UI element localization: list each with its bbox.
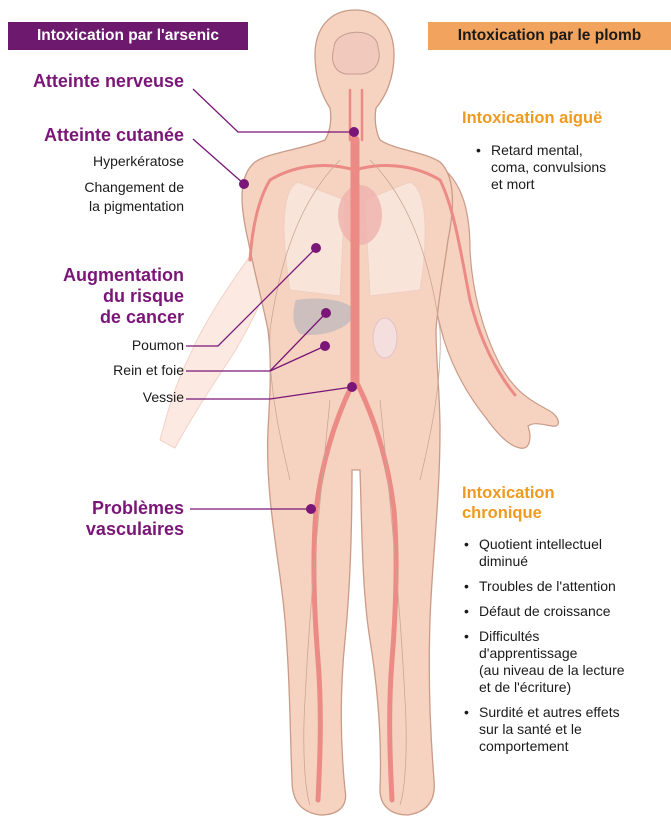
cancer-heading: Augmentation du risque de cancer [63,265,184,328]
vasculaires-heading: Problèmes vasculaires [86,498,184,540]
label-vessie: Vessie [143,388,184,407]
chronique-item-surdite: Surdité et autres effets sur la santé et… [462,704,670,755]
vasculaires-heading-line: vasculaires [86,519,184,540]
chronique-item-quotient: Quotient intellectuel diminué [462,536,670,570]
vasculaires-heading-line: Problèmes [86,498,184,519]
chronique-item-line: comportement [479,738,670,755]
chronique-item-line: d'apprentissage [479,645,670,662]
dot-foie [321,308,331,318]
chronique-item-line: Troubles de l'attention [479,578,670,595]
cancer-heading-line: de cancer [63,307,184,328]
plomb-badge: Intoxication par le plomb [428,22,671,50]
chronique-item-line: (au niveau de la lecture [479,662,670,679]
chronique-item-croissance: Défaut de croissance [462,603,670,620]
heart [338,185,382,245]
aigue-list: Retard mental, coma, convulsions et mort [474,142,669,201]
dot-poumon [311,243,321,253]
label-rein-foie: Rein et foie [113,361,184,380]
dot-cutanee [239,179,249,189]
arsenic-badge: Intoxication par l'arsenic [8,22,248,50]
dot-vasculaires [306,504,316,514]
chronique-item-line: Surdité et autres effets [479,704,670,721]
cancer-heading-line: du risque [63,286,184,307]
dot-vessie [347,382,357,392]
chronique-heading-line: chronique [462,503,555,523]
brain [333,32,380,74]
aigue-item-line: Retard mental, [491,142,669,159]
kidney [373,318,397,358]
chronique-item-attention: Troubles de l'attention [462,578,670,595]
chronique-item-apprentissage: Difficultés d'apprentissage (au niveau d… [462,628,670,696]
aigue-item: Retard mental, coma, convulsions et mort [474,142,669,193]
cutanee-item-changement: Changement de [84,178,184,197]
nerveuse-heading: Atteinte nerveuse [33,71,184,92]
chronique-item-line: diminué [479,553,670,570]
aigue-heading: Intoxication aiguë [462,108,602,128]
aigue-item-line: et mort [491,176,669,193]
cutanee-heading: Atteinte cutanée [44,125,184,146]
chronique-item-line: Quotient intellectuel [479,536,670,553]
dot-nerveuse [349,127,359,137]
aigue-item-line: coma, convulsions [491,159,669,176]
chronique-item-line: Défaut de croissance [479,603,670,620]
cutanee-item-pigmentation: la pigmentation [89,197,184,216]
chronique-list: Quotient intellectuel diminué Troubles d… [462,536,670,763]
chronique-item-line: Difficultés [479,628,670,645]
chronique-heading: Intoxication chronique [462,483,555,523]
chronique-item-line: sur la santé et le [479,721,670,738]
chronique-item-line: et de l'écriture) [479,679,670,696]
cutanee-item-hyperkeratose: Hyperkératose [93,152,184,171]
cancer-heading-line: Augmentation [63,265,184,286]
body-silhouette [242,10,452,815]
dot-rein [320,341,330,351]
chronique-heading-line: Intoxication [462,483,555,503]
label-poumon: Poumon [132,336,184,355]
